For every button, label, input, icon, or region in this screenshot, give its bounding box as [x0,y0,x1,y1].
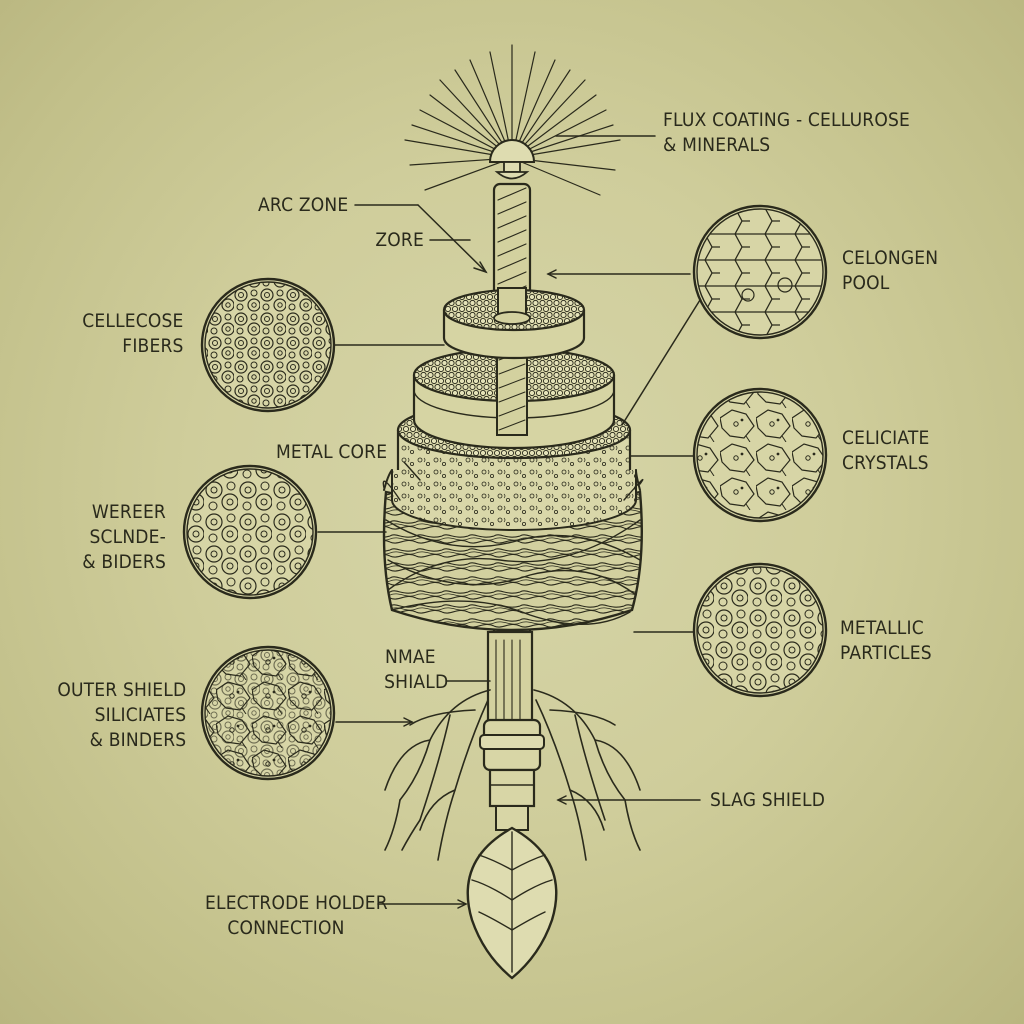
label-metallic-particles: METALLIC PARTICLES [840,617,932,664]
label-flux-coating: FLUX COATING - CELLUROSE & MINERALS [663,109,911,156]
detail-circle-celiciate [692,387,828,523]
label-cellecose-fibers: CELLECOSE FIBERS [82,310,184,357]
detail-circle-wereer [182,464,318,600]
label-electrode-holder: ELECTRODE HOLDER CONNECTION [205,892,388,939]
label-slag-shield: SLAG SHIELD [710,789,826,811]
root-tendrils [384,689,641,861]
label-arc-zone: ARC ZONE [257,194,348,216]
label-metal-core: METAL CORE [276,441,388,463]
label-nmae-shiald: NMAE SHIALD [383,646,448,693]
detail-circle-celongen [692,204,828,340]
leader-lines [317,135,701,909]
detail-circle-outer-shield [200,645,336,781]
label-wereer-sclnde: WEREER SCLNDE- & BIDERS [82,501,166,573]
label-celiciate-crystals: CELICIATE CRYSTALS [842,427,930,474]
detail-circle-metallic [692,562,828,698]
label-zore: ZORE [375,229,424,251]
detail-circle-cellecose [200,277,336,413]
label-celongen-pool: CELONGEN POOL [842,247,939,294]
label-outer-shield: OUTER SHIELD SILICIATES & BINDERS [57,679,186,751]
